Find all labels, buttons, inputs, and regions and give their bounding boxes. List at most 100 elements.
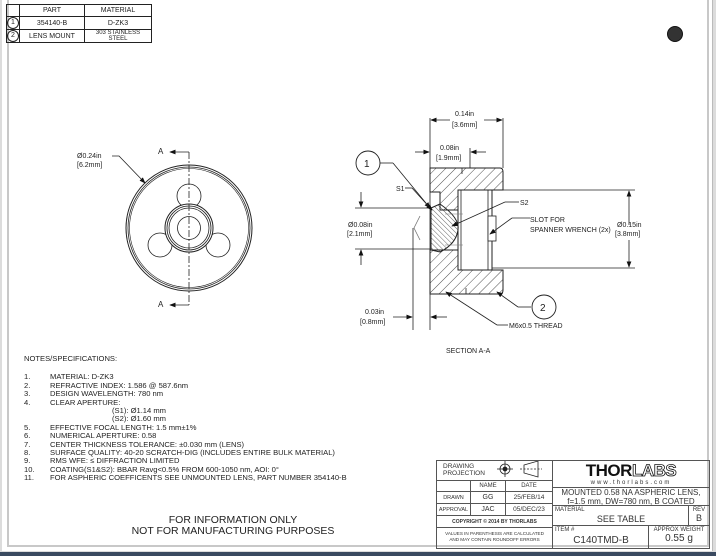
note-number: 10.	[24, 464, 35, 474]
table-row: 2 LENS MOUNT 303 STAINLESS STEEL	[6, 29, 152, 43]
note-item: 5.EFFECTIVE FOCAL LENGTH: 1.5 mm±1%	[24, 422, 347, 432]
notes-title: NOTES/SPECIFICATIONS:	[24, 354, 118, 363]
dim-slot-in: 0.08in	[440, 145, 459, 152]
weight-label: APPROX WEIGHT	[653, 527, 705, 533]
section-marker-bottom: A	[158, 300, 164, 309]
note-text: CENTER THICKNESS TOLERANCE: ±0.030 mm (L…	[50, 439, 245, 449]
date-header: DATE	[506, 481, 553, 492]
disclaimer-line2: NOT FOR MANUFACTURING PURPOSES	[131, 525, 335, 537]
note-number: 7.	[24, 439, 31, 449]
note-text: RMS WFE: ≤ DIFFRACTION LIMITED	[50, 456, 180, 466]
note-item: 1. MATERIAL: D-ZK3	[24, 372, 347, 382]
note-text: SURFACE QUALITY: 40-20 SCRATCH-DIG (INCL…	[50, 448, 335, 458]
note-number: 8.	[24, 448, 31, 458]
projection-symbol	[497, 460, 542, 478]
parts-table: PART MATERIAL 1 354140-B D-ZK3 2 LENS MO…	[6, 4, 152, 43]
note-item: 7. CENTER THICKNESS TOLERANCE: ±0.030 mm …	[24, 439, 347, 449]
website: www.thorlabs.com	[590, 480, 672, 486]
note-number	[24, 407, 50, 415]
balloon-2-label: 2	[540, 303, 546, 314]
rev-value: B	[695, 513, 702, 523]
note-item: 9.RMS WFE: ≤ DIFFRACTION LIMITED	[24, 456, 347, 466]
diameter-leader	[112, 155, 146, 184]
lens	[430, 203, 459, 253]
note-text: EFFECTIVE FOCAL LENGTH: 1.5 mm±1%	[50, 422, 197, 432]
item-value: C140TMD-B	[573, 535, 629, 546]
approval-label: APPROVAL	[437, 504, 471, 516]
title-block: DRAWING PROJECTION NAME DATE DRAWN GG 25…	[436, 460, 710, 549]
note-number: 6.	[24, 431, 31, 441]
note-text: REFRACTIVE INDEX: 1.586 @ 587.6nm	[50, 380, 189, 390]
balloon-1: 1	[7, 17, 19, 29]
note-text: MATERIAL: D-ZK3	[50, 372, 114, 382]
front-diameter-mm: [6.2mm]	[77, 162, 102, 169]
description: MOUNTED 0.58 NA ASPHERIC LENS, f=1.5 mm,…	[553, 488, 709, 506]
name-header: NAME	[471, 481, 506, 492]
note-text: COATING(S1&S2): BBAR Ravg<0.5% FROM 600-…	[50, 464, 279, 474]
disclaimer: FOR INFORMATION ONLY NOT FOR MANUFACTURI…	[118, 515, 348, 537]
note-item: (S2): Ø1.60 mm	[24, 414, 347, 424]
section-view	[355, 117, 635, 330]
notes-list: 1. MATERIAL: D-ZK3 2. REFRACTIVE INDEX: 1.5…	[24, 372, 347, 483]
label-s2: S2	[520, 200, 529, 207]
logo-area: THORLABS www.thorlabs.com	[553, 461, 709, 488]
material-label: MATERIAL	[555, 507, 585, 513]
front-view	[112, 149, 253, 308]
disclaimer-line1: FOR INFORMATION ONLY	[168, 514, 298, 526]
approval-date: 05/DEC/23	[506, 504, 553, 516]
copyright: COPYRIGHT © 2014 BY THORLABS	[437, 516, 553, 528]
drawn-name: GG	[471, 492, 506, 504]
balloon-1-label: 1	[364, 159, 370, 170]
thread-note: M6x0.5 THREAD	[509, 323, 563, 330]
note-number: 4.	[24, 397, 31, 407]
note-text: FOR ASPHERIC COEFFICENTS SEE UNMOUNTED L…	[50, 473, 347, 483]
values-note: VALUES IN PARENTHESIS ARE CALCULATED AND…	[437, 528, 553, 548]
projection-label: DRAWING PROJECTION	[443, 463, 485, 477]
balloon-1	[355, 150, 381, 176]
dim-bore-in: Ø0.15in	[617, 222, 642, 229]
note-item: 4. CLEAR APERTURE:	[24, 397, 347, 407]
weight-value: 0.55 g	[665, 533, 693, 544]
note-item: 2. REFRACTIVE INDEX: 1.586 @ 587.6nm	[24, 380, 347, 390]
dim-aperture-mm: [2.1mm]	[347, 231, 372, 238]
note-item: 11. FOR ASPHERIC COEFFICENTS SEE UNMOUNTE…	[24, 473, 347, 483]
note-item: (S1): Ø1.14 mm	[24, 406, 347, 416]
drawn-date: 25/FEB/14	[506, 492, 553, 504]
note-text: (S2): Ø1.60 mm	[112, 414, 167, 424]
balloon-2	[531, 294, 557, 320]
part-3d-thumbnail	[667, 26, 683, 42]
balloon-2: 2	[7, 30, 19, 42]
drawing-frame	[7, 0, 709, 547]
description-line2: f=1.5 mm, DW=780 nm, B COATED	[567, 496, 695, 506]
spanner-slot	[487, 215, 497, 242]
dim-width-in: 0.14in	[455, 111, 474, 118]
front-diameter-in: Ø0.24in	[77, 153, 102, 160]
note-item: 8. SURFACE QUALITY: 40-20 SCRATCH-DIG (IN…	[24, 448, 347, 458]
approval-name: JAC	[471, 504, 506, 516]
dim-slot-mm: [1.9mm]	[436, 155, 461, 162]
note-text: NUMERICAL APERTURE: 0.58	[50, 431, 157, 441]
item-label: ITEM #	[555, 527, 575, 533]
rev-label: REV	[692, 507, 706, 513]
material-cell: 303 STAINLESS STEEL	[84, 29, 152, 43]
dim-aperture-in: Ø0.08in	[348, 222, 373, 229]
note-text: CLEAR APERTURE:	[50, 397, 121, 407]
note-number: 11.	[24, 473, 34, 483]
bore	[457, 189, 493, 271]
note-text: DESIGN WAVELENGTH: 780 nm	[50, 389, 164, 399]
description-line1: MOUNTED 0.58 NA ASPHERIC LENS,	[561, 488, 701, 497]
slot-note-line2: SPANNER WRENCH (2x)	[530, 227, 611, 234]
parts-table-header: PART MATERIAL	[6, 4, 152, 17]
note-text: (S1): Ø1.14 mm	[112, 406, 167, 416]
note-number: 2.	[24, 380, 31, 390]
material-value: SEE TABLE	[596, 514, 646, 524]
label-s1: S1	[396, 186, 405, 193]
section-title: SECTION A-A	[446, 348, 491, 355]
note-number: 1.	[24, 372, 31, 382]
dim-offset-mm: [0.8mm]	[360, 319, 385, 326]
viewer-bottom-bar	[0, 552, 716, 556]
note-item: 3.DESIGN WAVELENGTH: 780 nm	[24, 389, 347, 399]
